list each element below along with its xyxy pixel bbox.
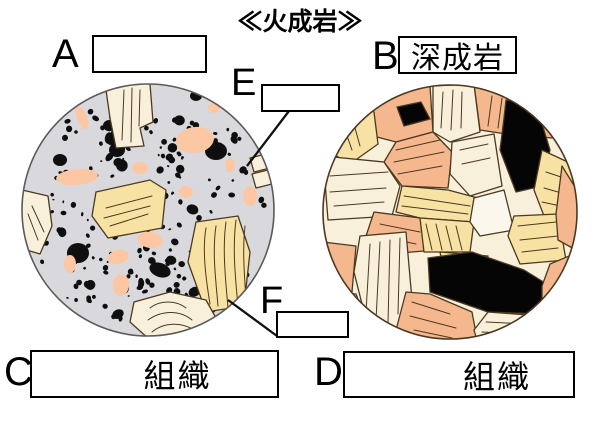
volcanic-rock-thin-section — [21, 83, 275, 337]
label-letter-c: C — [4, 350, 33, 394]
answer-box-a[interactable] — [92, 35, 207, 73]
label-letter-d: D — [314, 350, 343, 394]
plutonic-rock-thin-section — [322, 84, 578, 340]
feldspar-phenocrysts — [22, 84, 273, 336]
answer-box-f[interactable] — [276, 311, 349, 338]
label-letter-e: E — [231, 62, 257, 104]
label-letter-f: F — [260, 280, 284, 322]
label-letter-b: B — [372, 34, 399, 78]
label-letter-a: A — [52, 32, 79, 76]
answer-box-b[interactable]: 深成岩 — [398, 36, 517, 75]
answer-box-e[interactable] — [261, 84, 340, 112]
diagram-title: ≪火成岩≫ — [237, 8, 363, 36]
answer-box-d[interactable]: 組織 — [343, 351, 575, 398]
pointer-line-f — [227, 299, 278, 337]
answer-box-c[interactable]: 組織 — [30, 350, 279, 398]
pointer-line-e — [246, 110, 290, 167]
